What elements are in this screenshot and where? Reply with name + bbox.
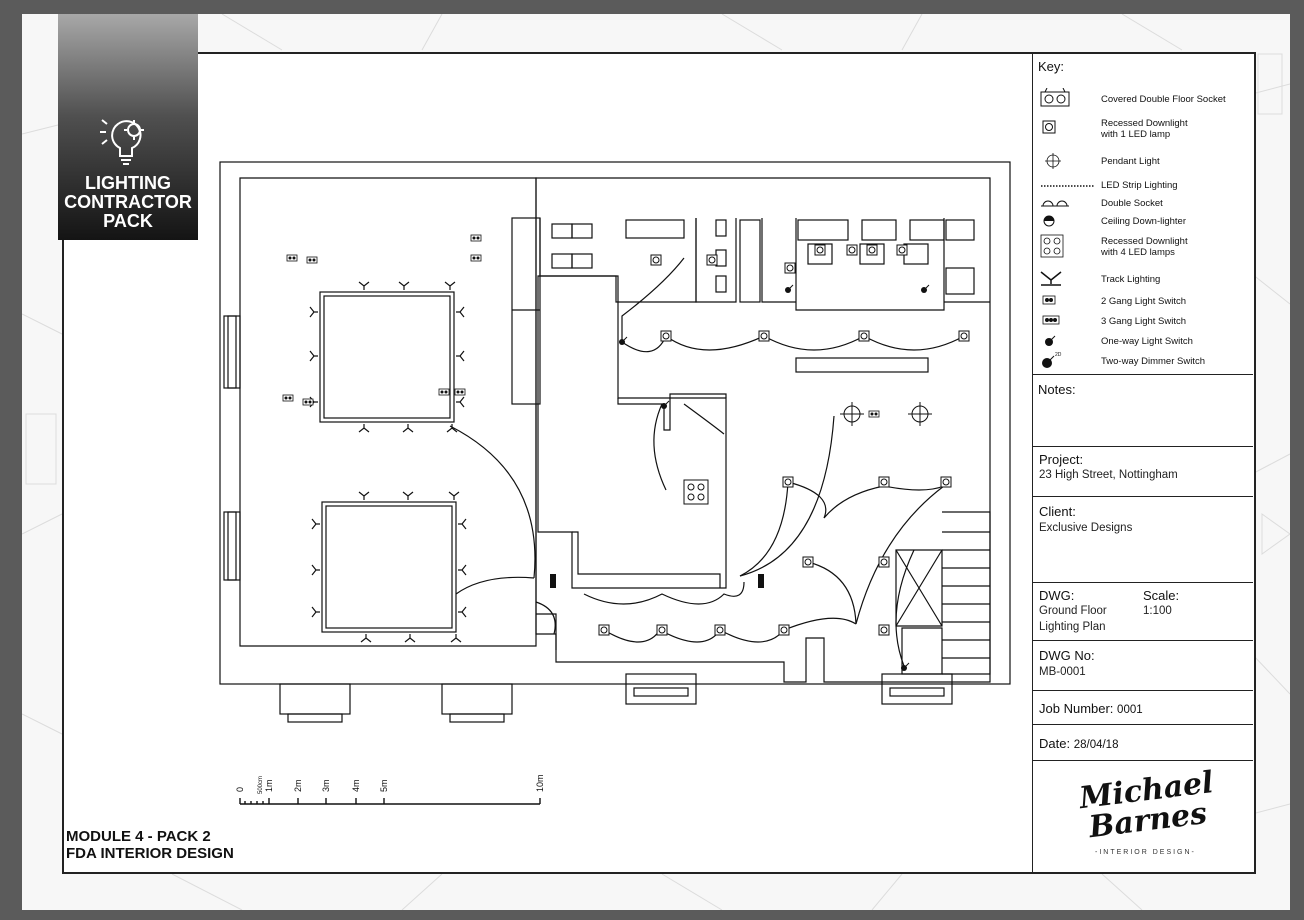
date-row: Date: 28/04/18 bbox=[1039, 736, 1118, 751]
job-section: Job Number: 0001 bbox=[1033, 692, 1253, 725]
project-label: Project: bbox=[1039, 452, 1084, 467]
track-lighting-icon bbox=[1040, 271, 1062, 286]
key-item-recessed-downlight-4: Recessed Downlight with 4 LED lamps bbox=[1033, 234, 1253, 260]
key-item-double-socket: Double Socket bbox=[1033, 192, 1253, 212]
client-label: Client: bbox=[1039, 504, 1076, 519]
date-label: Date: bbox=[1039, 736, 1071, 751]
notes-label: Notes: bbox=[1038, 382, 1076, 397]
key-item-2-gang-switch: 2 Gang Light Switch bbox=[1033, 290, 1253, 310]
scale-value: 1:100 bbox=[1143, 605, 1172, 617]
scale-label-500cm: 500cm bbox=[258, 776, 264, 794]
module-caption: MODULE 4 - PACK 2 FDA INTERIOR DESIGN bbox=[66, 828, 234, 862]
key-item-track-lighting: Track Lighting bbox=[1033, 268, 1253, 288]
module-line-1: MODULE 4 - PACK 2 bbox=[66, 828, 211, 845]
key-label-recessed-downlight-1-line-1: Recessed Downlight bbox=[1101, 118, 1188, 129]
key-label-track-lighting: Track Lighting bbox=[1101, 274, 1161, 285]
client-value: Exclusive Designs bbox=[1039, 522, 1133, 534]
michael-barnes-logo: Michael Barnes -INTERIOR DESIGN- bbox=[1061, 765, 1231, 866]
dwg-value-line-1: Ground Floor bbox=[1039, 605, 1107, 617]
pendant-light-icon bbox=[1045, 153, 1061, 169]
key-section: Key: Covered Double Floor Socket Recesse… bbox=[1033, 54, 1253, 375]
client-section: Client: Exclusive Designs bbox=[1033, 498, 1253, 583]
badge-line-3: PACK bbox=[103, 211, 153, 231]
dimmer-mark: 2D bbox=[1055, 352, 1062, 358]
key-item-led-strip: LED Strip Lighting bbox=[1033, 174, 1253, 194]
job-row: Job Number: 0001 bbox=[1039, 701, 1143, 716]
key-label-ceiling-downlighter: Ceiling Down-lighter bbox=[1101, 216, 1187, 227]
project-section: Project: 23 High Street, Nottingham bbox=[1033, 447, 1253, 497]
2-gang-switch-icon bbox=[1042, 295, 1056, 305]
notes-section: Notes: bbox=[1033, 376, 1253, 447]
scale-label-3m: 3m bbox=[321, 779, 331, 792]
date-section: Date: 28/04/18 bbox=[1033, 726, 1253, 761]
recessed-downlight-1-icon bbox=[1042, 120, 1056, 134]
floor-plan: 0 500cm 1m 2m 3m 4m 5m 10m bbox=[219, 161, 1011, 805]
logo-wordmark: Michael Barnes bbox=[1077, 765, 1219, 845]
key-label-recessed-downlight-1: Recessed Downlight with 1 LED lamp bbox=[1101, 118, 1188, 140]
job-value: 0001 bbox=[1117, 704, 1143, 716]
key-label-one-way-switch: One-way Light Switch bbox=[1101, 336, 1193, 347]
badge-title: LIGHTING CONTRACTOR PACK bbox=[58, 174, 198, 231]
key-label-recessed-downlight-4-line-2: with 4 LED lamps bbox=[1101, 247, 1175, 258]
lighting-contractor-badge: LIGHTING CONTRACTOR PACK bbox=[58, 14, 198, 240]
ceiling-downlighter-icon bbox=[1043, 215, 1055, 227]
dwg-no-value: MB-0001 bbox=[1039, 666, 1086, 678]
double-socket-icon bbox=[1041, 200, 1069, 207]
drawing-sheet: 0 500cm 1m 2m 3m 4m 5m 10m LIGHTING CONT… bbox=[22, 14, 1290, 910]
lightbulb-gear-icon bbox=[100, 119, 144, 165]
key-title: Key: bbox=[1038, 59, 1065, 74]
key-item-covered-floor-socket: Covered Double Floor Socket bbox=[1033, 88, 1253, 108]
key-label-led-strip: LED Strip Lighting bbox=[1101, 180, 1178, 191]
key-item-3-gang-switch: 3 Gang Light Switch bbox=[1033, 310, 1253, 330]
covered-double-floor-socket-icon bbox=[1040, 88, 1070, 107]
key-label-recessed-downlight-4-line-1: Recessed Downlight bbox=[1101, 236, 1188, 247]
key-label-pendant-light: Pendant Light bbox=[1101, 156, 1160, 167]
key-item-two-way-dimmer: 2D Two-way Dimmer Switch bbox=[1033, 350, 1253, 370]
key-label-two-way-dimmer: Two-way Dimmer Switch bbox=[1101, 356, 1205, 367]
key-label-covered-floor-socket: Covered Double Floor Socket bbox=[1101, 94, 1226, 105]
title-block: Key: Covered Double Floor Socket Recesse… bbox=[1032, 54, 1253, 872]
key-label-2-gang-switch: 2 Gang Light Switch bbox=[1101, 296, 1187, 307]
key-label-double-socket: Double Socket bbox=[1101, 198, 1163, 209]
recessed-downlight-4-icon bbox=[1040, 234, 1064, 258]
key-item-one-way-switch: One-way Light Switch bbox=[1033, 330, 1253, 350]
key-label-3-gang-switch: 3 Gang Light Switch bbox=[1101, 316, 1187, 327]
led-strip-icon bbox=[1041, 185, 1095, 187]
scale-label-2m: 2m bbox=[293, 779, 303, 792]
date-value: 28/04/18 bbox=[1073, 739, 1119, 751]
scale-label-10m: 10m bbox=[535, 774, 545, 792]
scale-label-4m: 4m bbox=[351, 779, 361, 792]
scale-label: Scale: bbox=[1143, 588, 1180, 603]
dwg-no-label: DWG No: bbox=[1039, 648, 1095, 663]
drawing-frame bbox=[62, 52, 1256, 874]
key-item-ceiling-downlighter: Ceiling Down-lighter bbox=[1033, 210, 1253, 230]
module-line-2: FDA INTERIOR DESIGN bbox=[66, 845, 234, 862]
badge-line-2: CONTRACTOR bbox=[64, 192, 192, 212]
key-label-recessed-downlight-4: Recessed Downlight with 4 LED lamps bbox=[1101, 236, 1188, 258]
scale-label-0: 0 bbox=[235, 787, 245, 792]
one-way-switch-icon bbox=[1045, 335, 1056, 346]
project-value: 23 High Street, Nottingham bbox=[1039, 469, 1178, 481]
scale-label-5m: 5m bbox=[379, 779, 389, 792]
key-label-recessed-downlight-1-line-2: with 1 LED lamp bbox=[1101, 129, 1171, 140]
dwg-section: DWG: Ground Floor Lighting Plan Scale: 1… bbox=[1033, 584, 1253, 641]
blueprint-background bbox=[22, 14, 1290, 910]
two-way-dimmer-icon: 2D bbox=[1042, 352, 1062, 368]
3-gang-switch-icon bbox=[1042, 315, 1060, 325]
badge-line-1: LIGHTING bbox=[85, 173, 171, 193]
dwg-label: DWG: bbox=[1039, 588, 1075, 603]
dwg-value-line-2: Lighting Plan bbox=[1039, 621, 1106, 633]
key-item-pendant-light: Pendant Light bbox=[1033, 150, 1253, 170]
logo-tagline: -INTERIOR DESIGN- bbox=[1095, 849, 1196, 856]
dwg-no-section: DWG No: MB-0001 bbox=[1033, 642, 1253, 691]
key-item-recessed-downlight-1: Recessed Downlight with 1 LED lamp bbox=[1033, 116, 1253, 140]
job-label: Job Number: bbox=[1039, 701, 1114, 716]
scale-label-1m: 1m bbox=[264, 779, 274, 792]
